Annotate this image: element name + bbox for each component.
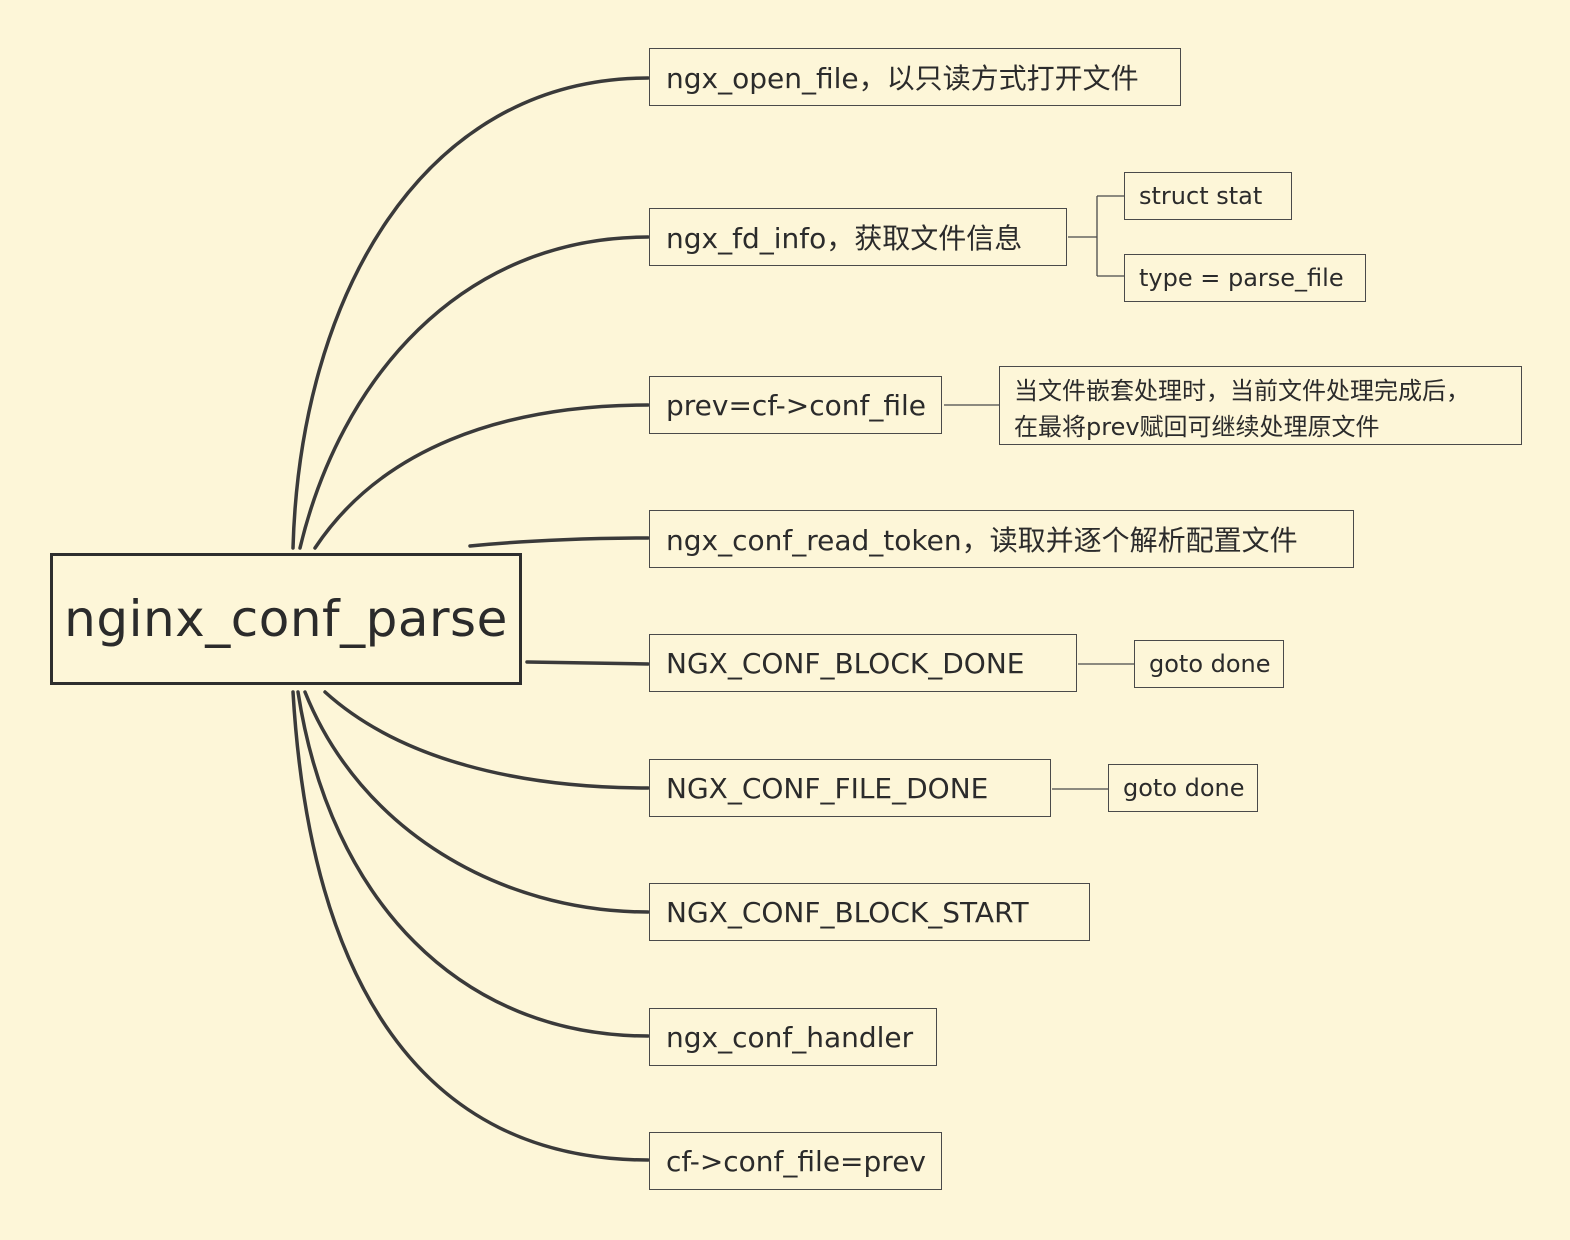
connector-branch-5 xyxy=(525,660,650,666)
leaf-type-parse-file[interactable]: type = parse_file xyxy=(1124,254,1366,302)
connector-branch-7 xyxy=(303,690,650,914)
note-nested-file[interactable]: 当文件嵌套处理时，当前文件处理完成后， 在最将prev赋回可继续处理原文件 xyxy=(999,366,1522,445)
connector-branch-1 xyxy=(291,76,650,550)
branch-label: prev=cf->conf_file xyxy=(666,388,926,422)
connector-fd-info-bracket xyxy=(1068,195,1124,277)
connector-branch-2 xyxy=(298,235,650,550)
leaf-struct-stat[interactable]: struct stat xyxy=(1124,172,1292,220)
leaf-label: goto done xyxy=(1149,650,1271,678)
connector-branch-3 xyxy=(313,403,650,550)
branch-label: ngx_fd_info，获取文件信息 xyxy=(666,222,1023,255)
branch-prev-conf-file[interactable]: prev=cf->conf_file xyxy=(649,376,942,434)
connector-branch-4 xyxy=(468,536,650,548)
branch-label: ngx_conf_read_token，读取并逐个解析配置文件 xyxy=(666,524,1298,557)
connector-branch-9 xyxy=(291,690,650,1162)
leaf-goto-done-block[interactable]: goto done xyxy=(1134,640,1284,688)
connector-branch-6 xyxy=(323,690,650,790)
branch-conf-file-prev[interactable]: cf->conf_file=prev xyxy=(649,1132,942,1190)
connector-branch-8 xyxy=(296,690,650,1038)
branch-ngx-open-file[interactable]: ngx_open_file，以只读方式打开文件 xyxy=(649,48,1181,106)
leaf-label: goto done xyxy=(1123,774,1245,802)
branch-ngx-conf-handler[interactable]: ngx_conf_handler xyxy=(649,1008,937,1066)
branch-label: cf->conf_file=prev xyxy=(666,1144,926,1178)
leaf-label: struct stat xyxy=(1139,182,1263,210)
branch-label: ngx_conf_handler xyxy=(666,1020,914,1054)
branch-label: NGX_CONF_BLOCK_START xyxy=(666,895,1029,929)
branch-label: NGX_CONF_BLOCK_DONE xyxy=(666,646,1025,680)
note-line-2: 在最将prev赋回可继续处理原文件 xyxy=(1014,413,1380,441)
branch-label: ngx_open_file，以只读方式打开文件 xyxy=(666,62,1139,95)
note-line-1: 当文件嵌套处理时，当前文件处理完成后， xyxy=(1014,377,1470,405)
branch-ngx-conf-read-token[interactable]: ngx_conf_read_token，读取并逐个解析配置文件 xyxy=(649,510,1354,568)
branch-ngx-conf-block-done[interactable]: NGX_CONF_BLOCK_DONE xyxy=(649,634,1077,692)
root-label: nginx_conf_parse xyxy=(64,590,508,648)
branch-label: NGX_CONF_FILE_DONE xyxy=(666,771,989,805)
leaf-goto-done-file[interactable]: goto done xyxy=(1108,764,1258,812)
leaf-label: type = parse_file xyxy=(1139,264,1344,292)
branch-ngx-conf-block-start[interactable]: NGX_CONF_BLOCK_START xyxy=(649,883,1090,941)
branch-ngx-conf-file-done[interactable]: NGX_CONF_FILE_DONE xyxy=(649,759,1051,817)
branch-ngx-fd-info[interactable]: ngx_fd_info，获取文件信息 xyxy=(649,208,1067,266)
root-node[interactable]: nginx_conf_parse xyxy=(50,553,522,685)
